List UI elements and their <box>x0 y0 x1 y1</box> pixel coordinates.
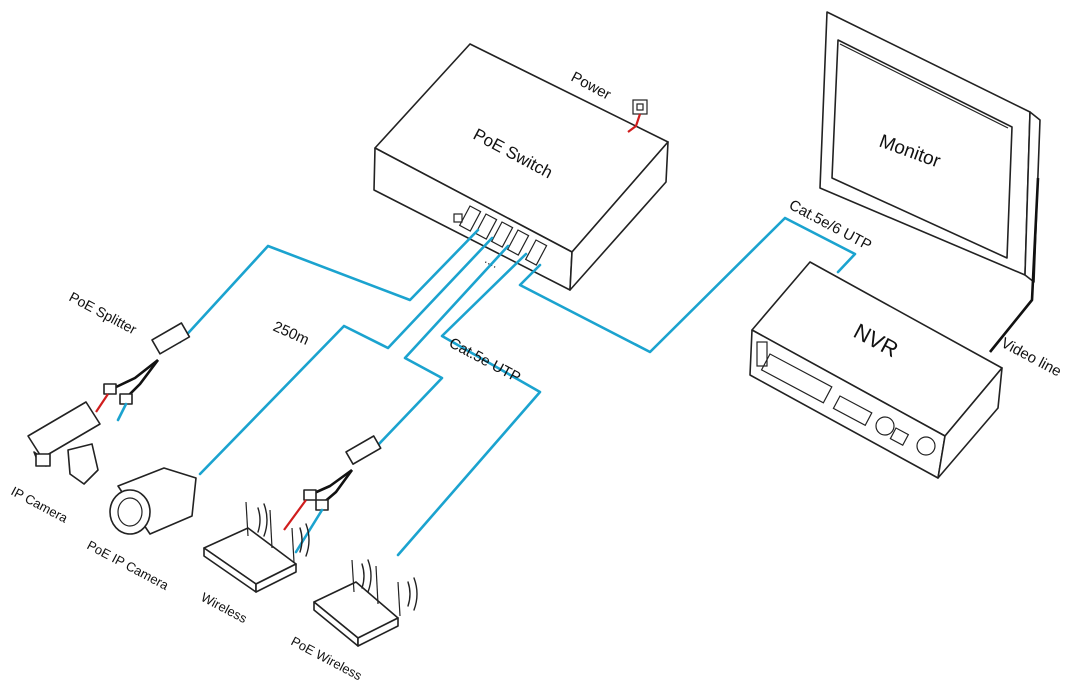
video-line-cable <box>988 177 1040 353</box>
wireless-label: Wireless <box>199 589 250 626</box>
wireless-splitter <box>303 435 382 511</box>
poe-splitter: PoE Splitter <box>67 289 191 405</box>
poe-ip-camera-label: PoE IP Camera <box>85 537 172 593</box>
ip-camera-label: IP Camera <box>9 483 71 526</box>
cat5e-label: Cat.5e UTP <box>446 335 523 387</box>
distance-label: 250m <box>270 318 311 349</box>
switch-ports <box>453 205 548 266</box>
poe-switch: PoE Switch .... <box>373 43 669 291</box>
cable-to-poe-wireless <box>396 252 542 557</box>
nvr: NVR <box>749 261 1003 479</box>
cable-to-poe-ip-camera <box>198 236 494 476</box>
wireless-router: Wireless <box>199 501 310 626</box>
monitor: Monitor <box>819 11 1041 283</box>
poe-splitter-label: PoE Splitter <box>67 289 140 338</box>
ip-camera: IP Camera <box>9 401 101 526</box>
cable-to-ip-camera-splitter <box>178 228 480 344</box>
cable-to-nvr <box>518 216 857 354</box>
poe-wireless-router: PoE Wireless <box>289 559 418 684</box>
cable-to-wireless-splitter <box>376 244 510 447</box>
poe-ip-camera: PoE IP Camera <box>85 467 197 593</box>
video-line-label: Video line <box>998 335 1064 381</box>
